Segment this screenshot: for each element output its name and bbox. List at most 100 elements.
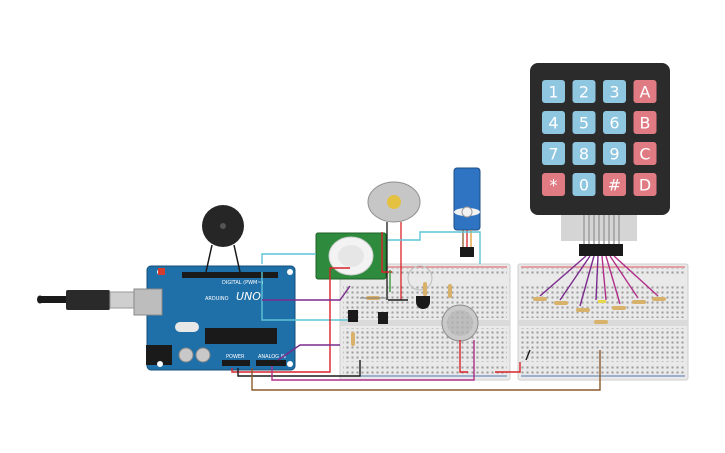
wire — [237, 360, 361, 377]
keypad: 1 2 3 A 4 5 6 B 7 8 9 C * 0 # D — [530, 63, 670, 256]
arduino-model: UNO — [236, 290, 261, 303]
keypad-key-7[interactable]: 7 — [542, 142, 565, 165]
keypad-key-6[interactable]: 6 — [603, 111, 626, 134]
wire — [613, 255, 659, 297]
keypad-key-8[interactable]: 8 — [572, 142, 596, 165]
wire — [609, 255, 639, 299]
keypad-key-face — [572, 111, 596, 134]
transistor-left-2 — [378, 312, 388, 324]
keypad-key-label: 5 — [579, 114, 589, 133]
keypad-key-face — [542, 173, 565, 196]
wire — [277, 344, 340, 361]
keypad-key-label: 6 — [609, 114, 619, 133]
keypad-key-label: A — [640, 83, 651, 102]
micro-servo — [453, 167, 481, 257]
keypad-key-label: 4 — [548, 114, 558, 133]
keypad-key-1[interactable]: 1 — [542, 80, 565, 103]
keypad-key-label: * — [550, 176, 558, 195]
wire — [271, 340, 475, 381]
keypad-key-face — [633, 142, 657, 165]
keypad-key-label: D — [639, 176, 651, 195]
resistor — [652, 297, 666, 301]
keypad-key-face — [603, 173, 626, 196]
keypad-key-hash[interactable]: # — [603, 173, 626, 196]
keypad-key-C[interactable]: C — [633, 142, 657, 165]
gas-sensor — [441, 304, 479, 342]
keypad-key-label: # — [608, 176, 621, 195]
wire — [262, 285, 351, 301]
keypad-key-5[interactable]: 5 — [572, 111, 596, 134]
keypad-key-label: 1 — [548, 83, 558, 102]
wire — [601, 255, 607, 301]
resistor — [360, 296, 386, 300]
keypad-key-face — [633, 173, 657, 196]
keypad-key-face — [572, 142, 596, 165]
keypad-key-label: 7 — [548, 145, 558, 164]
keypad-key-9[interactable]: 9 — [603, 142, 626, 165]
keypad-key-face — [603, 142, 626, 165]
wire — [559, 255, 591, 301]
keypad-key-label: 0 — [579, 176, 589, 195]
wire — [231, 267, 350, 373]
arduino-uno-board: UNO ARDUINO DIGITAL (PWM~) POWER ANALOG … — [133, 265, 296, 371]
keypad-key-B[interactable]: B — [633, 111, 657, 134]
keypad-key-3[interactable]: 3 — [603, 80, 626, 103]
dc-motor — [367, 181, 421, 300]
resistor — [598, 300, 606, 303]
wire — [388, 231, 481, 264]
arduino-digital-label: DIGITAL (PWM~) — [222, 280, 264, 286]
resistor — [554, 301, 568, 305]
resistor — [351, 332, 355, 346]
keypad-key-face — [542, 111, 565, 134]
resistor — [448, 284, 452, 298]
keypad-key-face — [572, 173, 596, 196]
resistor — [632, 300, 646, 304]
keypad-key-label: 2 — [579, 83, 589, 102]
wires — [231, 231, 659, 391]
keypad-key-face — [603, 111, 626, 134]
transistor-left-3 — [416, 296, 430, 309]
keypad-key-label: 3 — [609, 83, 619, 102]
keypad-key-label: 9 — [609, 145, 619, 164]
transistor-left-1 — [348, 310, 358, 322]
wire — [261, 253, 316, 264]
keypad-key-label: C — [639, 145, 650, 164]
keypad-key-face — [633, 80, 657, 103]
resistor — [533, 297, 547, 301]
breadboard-left — [339, 263, 511, 381]
keypad-key-0[interactable]: 0 — [572, 173, 596, 196]
wire — [381, 232, 392, 273]
keypad-key-face — [542, 142, 565, 165]
arduino-analog-label: ANALOG IN — [258, 354, 286, 360]
keypad-key-2[interactable]: 2 — [572, 80, 596, 103]
arduino-power-label: POWER — [226, 354, 245, 360]
keypad-key-D[interactable]: D — [633, 173, 657, 196]
wire — [579, 255, 595, 307]
keypad-key-face — [572, 80, 596, 103]
keypad-key-label: B — [640, 114, 651, 133]
pir-sensor — [315, 232, 387, 280]
keypad-key-A[interactable]: A — [633, 80, 657, 103]
resistor — [423, 282, 427, 296]
arduino-brand: ARDUINO — [205, 296, 229, 302]
resistor — [576, 308, 590, 312]
wire — [595, 255, 599, 301]
keypad-ribbon — [583, 215, 620, 244]
wire — [605, 255, 621, 305]
wire — [251, 350, 601, 391]
wire — [459, 340, 468, 373]
wire — [261, 272, 348, 321]
keypad-key-4[interactable]: 4 — [542, 111, 565, 134]
keypad-key-face — [603, 80, 626, 103]
wire — [495, 362, 521, 373]
wire — [539, 255, 587, 297]
keypad-key-label: 8 — [579, 145, 589, 164]
piezo-buzzer — [202, 205, 244, 273]
resistor — [612, 306, 626, 310]
resistor-group — [351, 282, 666, 346]
light-bulb — [407, 265, 433, 291]
keypad-key-face — [542, 80, 565, 103]
wire — [525, 349, 531, 361]
keypad-key-star[interactable]: * — [542, 173, 565, 196]
